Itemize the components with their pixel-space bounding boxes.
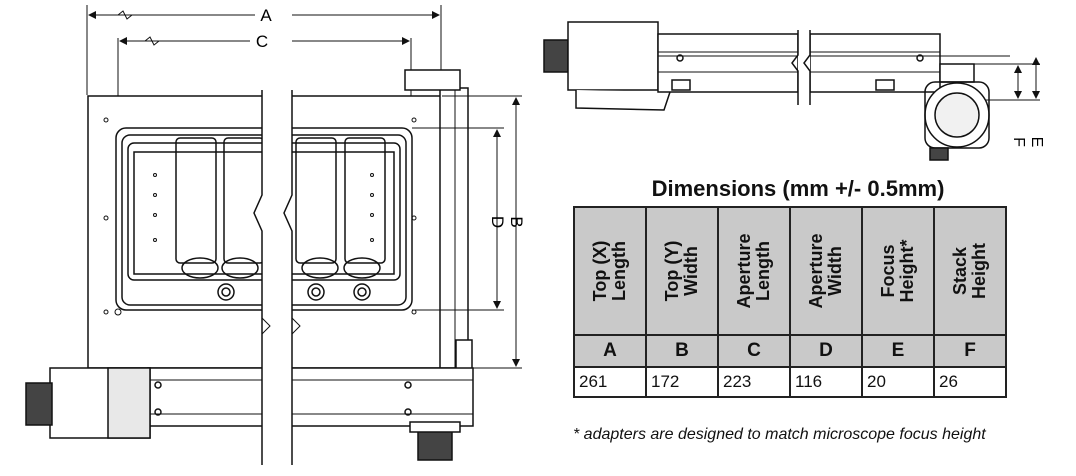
value-cell: 223 xyxy=(717,366,791,398)
side-view xyxy=(543,21,1040,161)
letter-cell: F xyxy=(933,334,1007,368)
table-title: Dimensions (mm +/- 0.5mm) xyxy=(651,176,945,201)
header-cell: Stack Height xyxy=(933,206,1007,336)
table-header-row: Top (X) Length Top (Y) Width Aperture Le… xyxy=(573,206,1007,336)
header-cell: Top (Y) Width xyxy=(645,206,719,336)
table-value-row: 261 172 223 116 20 26 xyxy=(573,366,1007,398)
value-cell: 172 xyxy=(645,366,719,398)
label-b: B xyxy=(507,216,526,227)
value-cell: 261 xyxy=(573,366,647,398)
letter-cell: B xyxy=(645,334,719,368)
value-cell: 116 xyxy=(789,366,863,398)
letter-cell: D xyxy=(789,334,863,368)
label-a: A xyxy=(260,6,272,25)
value-cell: 26 xyxy=(933,366,1007,398)
footnote: * adapters are designed to match microsc… xyxy=(573,426,986,443)
label-e: E xyxy=(1028,137,1045,148)
dimensions-table: Top (X) Length Top (Y) Width Aperture Le… xyxy=(573,206,1007,398)
label-c: C xyxy=(256,32,268,51)
letter-cell: E xyxy=(861,334,935,368)
value-cell: 20 xyxy=(861,366,935,398)
header-cell: Aperture Length xyxy=(717,206,791,336)
header-cell: Aperture Width xyxy=(789,206,863,336)
table-letter-row: A B C D E F xyxy=(573,334,1007,368)
header-cell: Focus Height* xyxy=(861,206,935,336)
header-cell: Top (X) Length xyxy=(573,206,647,336)
label-f: F xyxy=(1010,137,1027,147)
label-d: D xyxy=(488,216,507,228)
letter-cell: A xyxy=(573,334,647,368)
letter-cell: C xyxy=(717,334,791,368)
